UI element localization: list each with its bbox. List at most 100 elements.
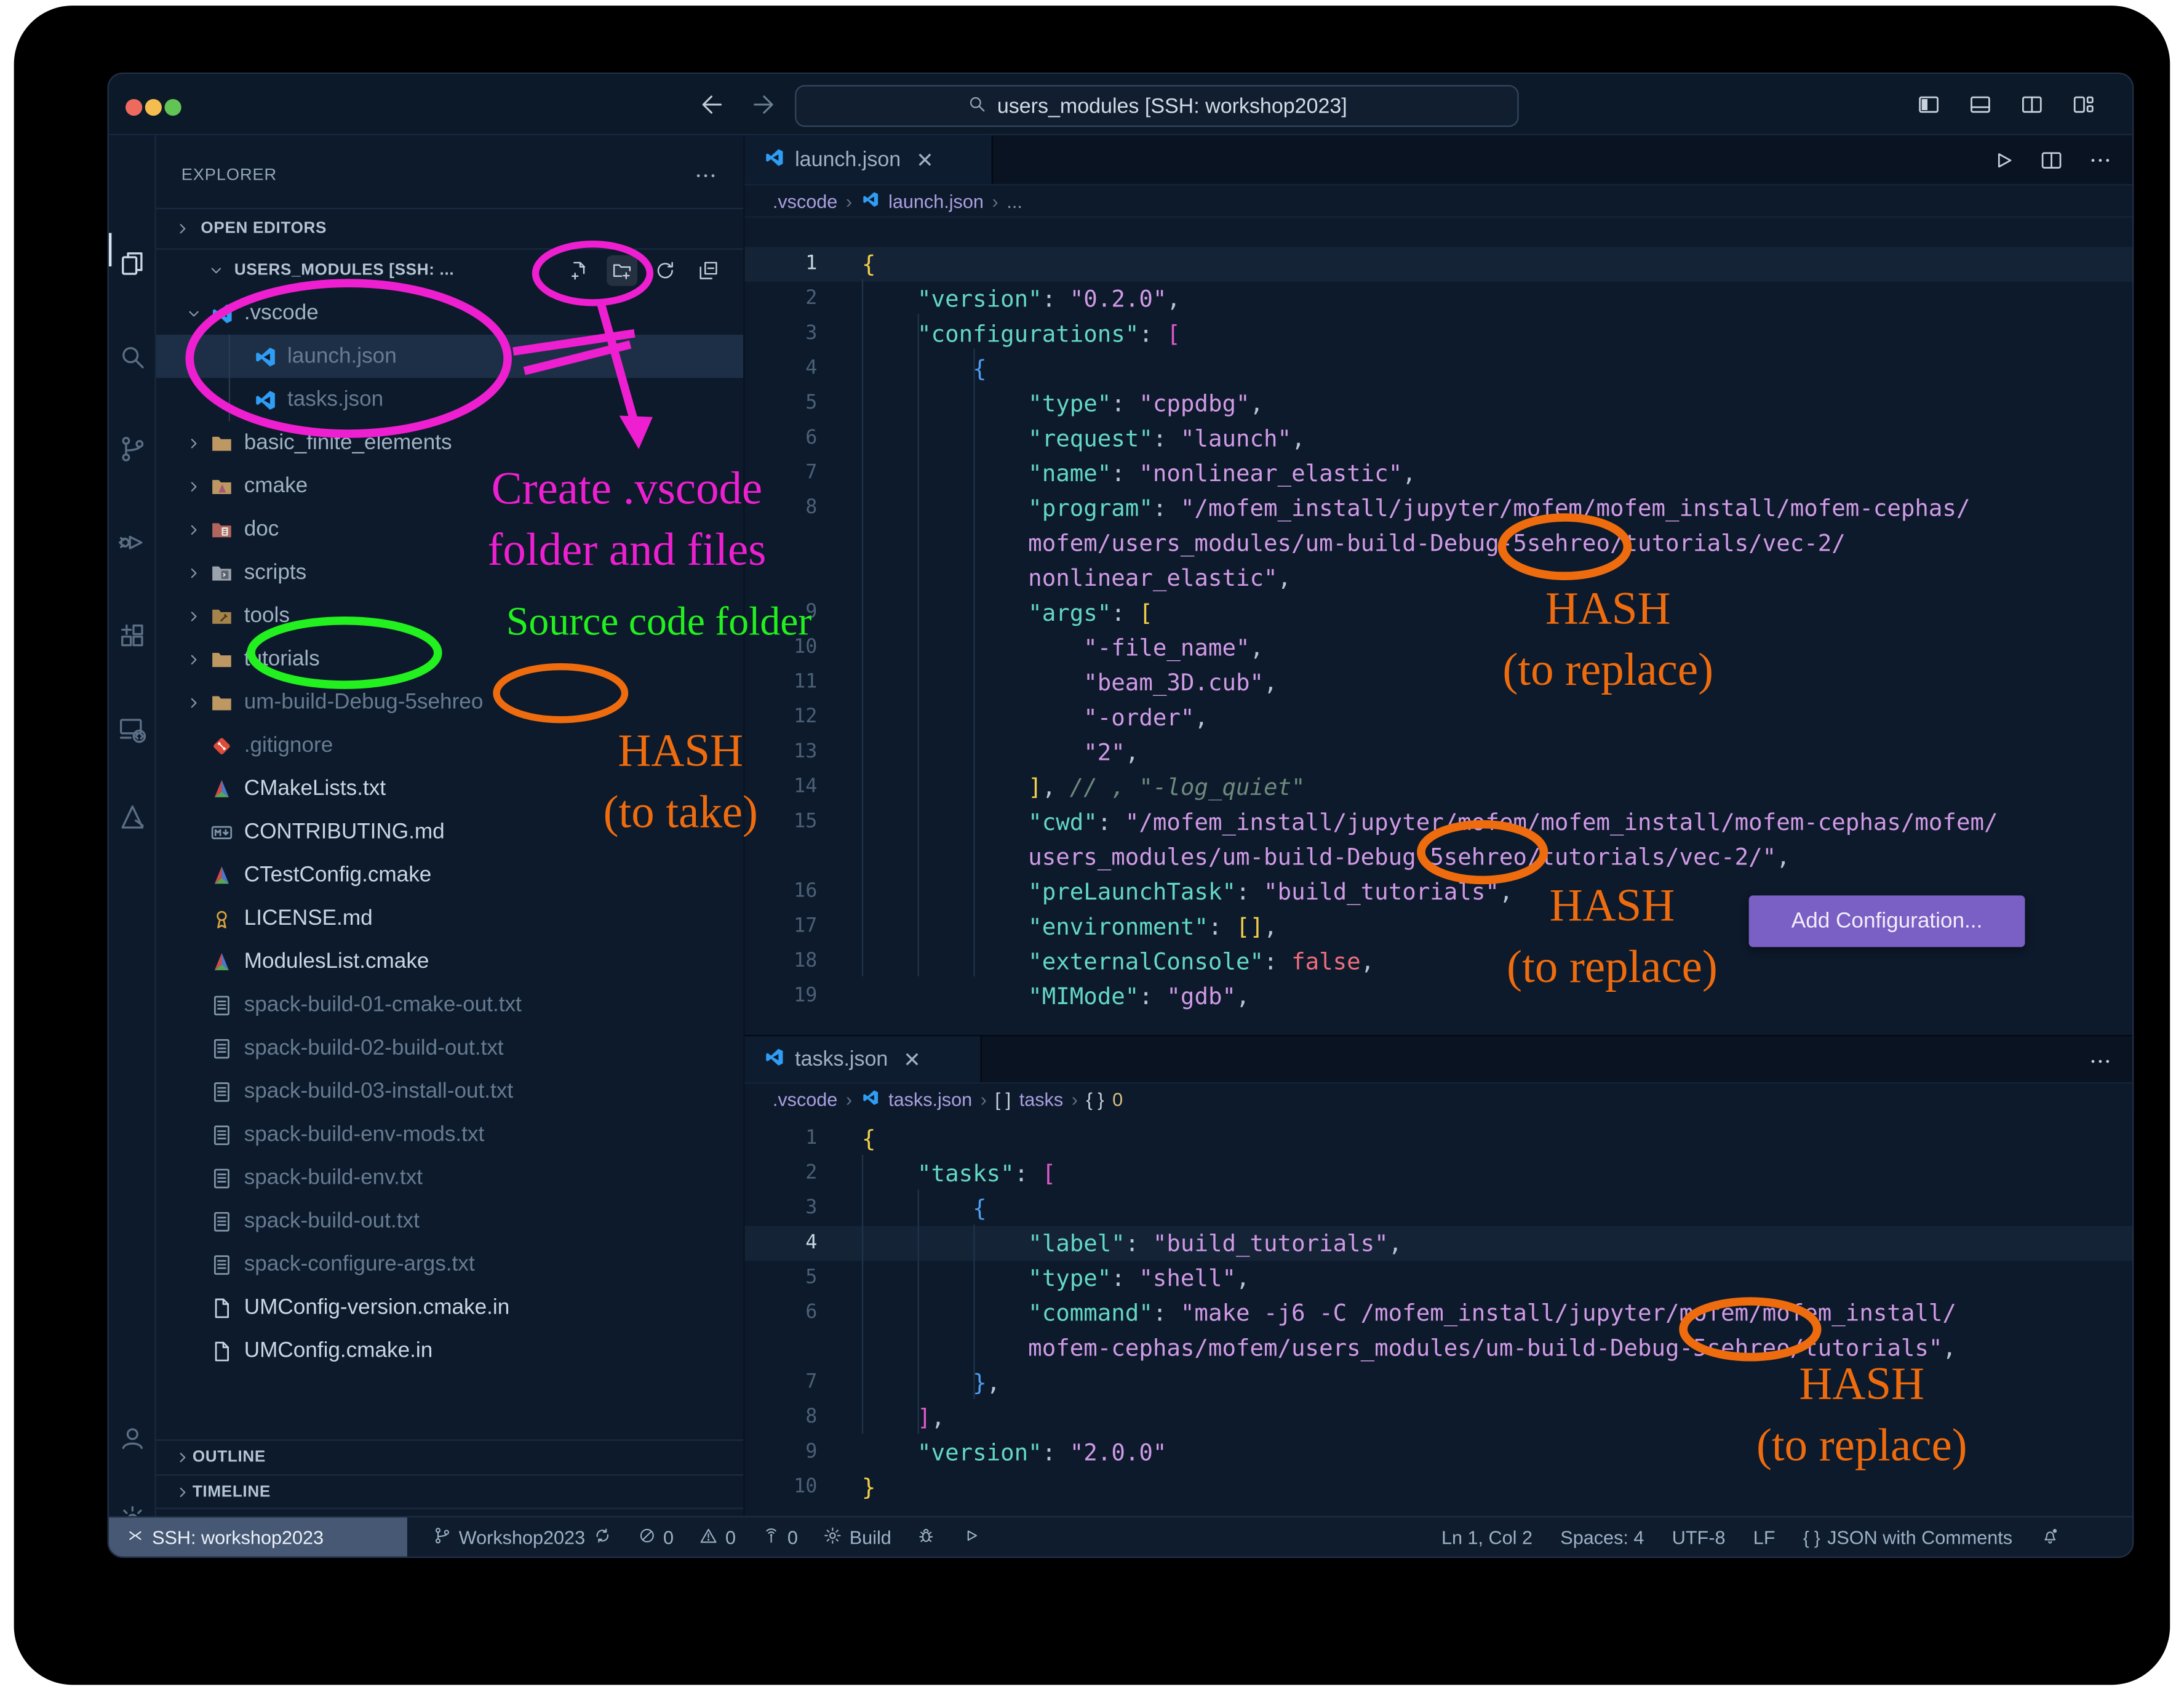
activity-remote-explorer-icon[interactable] xyxy=(117,714,148,745)
workspace-root-row[interactable]: USERS_MODULES [SSH: ... xyxy=(156,250,743,292)
tree-item-CMakeLists.txt[interactable]: CMakeLists.txt xyxy=(156,767,743,810)
tree-item-cmake[interactable]: cmake xyxy=(156,465,743,508)
activity-accounts-icon[interactable] xyxy=(117,1423,148,1453)
tree-item-UMConfig-version.cmake.in[interactable]: UMConfig-version.cmake.in xyxy=(156,1286,743,1329)
activity-run-debug-icon[interactable] xyxy=(117,527,148,558)
breadcrumb-item[interactable]: .vscode xyxy=(772,1088,838,1110)
code-line: 1{ xyxy=(744,247,2133,282)
activity-search-icon[interactable] xyxy=(117,341,148,372)
close-tab-icon[interactable]: ✕ xyxy=(903,1048,921,1072)
tree-item-spack-build-01-cmake-out.txt[interactable]: spack-build-01-cmake-out.txt xyxy=(156,983,743,1026)
chevron-right-icon xyxy=(178,563,209,583)
tree-item-tasks.json[interactable]: tasks.json xyxy=(156,378,743,421)
collapse-all-icon[interactable] xyxy=(693,255,724,286)
history-back-icon[interactable] xyxy=(699,90,727,118)
status-cursor-position[interactable]: Ln 1, Col 2 xyxy=(1441,1517,1532,1556)
breadcrumb-item[interactable]: tasks.json xyxy=(888,1088,973,1110)
activity-extensions-icon[interactable] xyxy=(117,621,148,652)
line-number: 9 xyxy=(805,1440,818,1463)
timeline-section[interactable]: TIMELINE xyxy=(156,1474,744,1509)
activity-source-control-icon[interactable] xyxy=(117,434,148,465)
tree-item-tools[interactable]: tools xyxy=(156,594,743,637)
tree-item-spack-build-env-mods.txt[interactable]: spack-build-env-mods.txt xyxy=(156,1113,743,1156)
status-eol[interactable]: LF xyxy=(1753,1517,1775,1556)
tree-item-spack-build-03-install-out.txt[interactable]: spack-build-03-install-out.txt xyxy=(156,1070,743,1113)
tree-item-launch.json[interactable]: launch.json xyxy=(156,335,744,378)
status-remote-indicator[interactable]: SSH: workshop2023 xyxy=(108,1517,407,1557)
tree-item-spack-build-env.txt[interactable]: spack-build-env.txt xyxy=(156,1156,743,1199)
status-warnings[interactable]: 0 xyxy=(699,1517,736,1556)
tree-item-UMConfig.cmake.in[interactable]: UMConfig.cmake.in xyxy=(156,1329,743,1372)
status-ports[interactable]: 0 xyxy=(761,1517,798,1556)
tree-item-spack-configure-args.txt[interactable]: spack-configure-args.txt xyxy=(156,1243,743,1286)
vscode-icon xyxy=(252,344,277,369)
code-editor-tasks-json[interactable]: 1{2 "tasks": [3 {4 "label": "build_tutor… xyxy=(744,1114,2133,1516)
layout-sidebar-icon[interactable] xyxy=(1916,92,1942,118)
zoom-window-button[interactable] xyxy=(164,98,181,116)
tree-item-.gitignore[interactable]: .gitignore xyxy=(156,724,743,767)
status-debug-status[interactable] xyxy=(917,1517,936,1556)
status-git-branch[interactable]: Workshop2023 xyxy=(432,1517,612,1556)
layout-split-icon[interactable] xyxy=(2019,92,2044,118)
editor-actions xyxy=(2088,1036,2113,1085)
tree-item-spack-build-02-build-out.txt[interactable]: spack-build-02-build-out.txt xyxy=(156,1026,743,1069)
add-configuration-button[interactable]: Add Configuration... xyxy=(1748,895,2025,948)
tree-item-LICENSE.md[interactable]: LICENSE.md xyxy=(156,897,743,940)
status-errors[interactable]: 0 xyxy=(637,1517,674,1556)
more-actions-icon[interactable] xyxy=(2088,148,2113,173)
tree-item-basic_finite_elements[interactable]: basic_finite_elements xyxy=(156,421,743,465)
tree-item-scripts[interactable]: scripts xyxy=(156,551,743,594)
layout-custom-icon[interactable] xyxy=(2071,92,2096,118)
code-line: 2 "version": "0.2.0", xyxy=(745,282,2133,317)
minimize-window-button[interactable] xyxy=(145,98,162,116)
tree-item-um-build-Debug-5sehreo[interactable]: um-build-Debug-5sehreo xyxy=(156,680,743,724)
breadcrumb-item[interactable]: .vscode xyxy=(772,190,838,212)
breadcrumb-item[interactable]: 0 xyxy=(1112,1088,1123,1110)
breadcrumb-item[interactable]: ... xyxy=(1006,190,1022,212)
explorer-more-actions-icon[interactable] xyxy=(693,163,719,188)
status-cmake-build-target[interactable]: Build xyxy=(823,1517,891,1556)
breadcrumb-item[interactable]: launch.json xyxy=(888,190,984,212)
outline-section[interactable]: OUTLINE xyxy=(156,1439,744,1474)
code-editor-launch-json[interactable]: 1{2 "version": "0.2.0",3 "configurations… xyxy=(744,216,2133,1035)
new-folder-icon[interactable] xyxy=(607,255,637,286)
close-window-button[interactable] xyxy=(126,98,143,116)
line-number: 7 xyxy=(805,461,818,484)
status-run-status[interactable] xyxy=(961,1517,981,1556)
tree-item-spack-build-out.txt[interactable]: spack-build-out.txt xyxy=(156,1200,743,1243)
close-tab-icon[interactable]: ✕ xyxy=(916,148,934,172)
refresh-icon[interactable] xyxy=(650,255,680,286)
line-number: 2 xyxy=(805,1162,818,1184)
status-indentation[interactable]: Spaces: 4 xyxy=(1560,1517,1644,1556)
new-file-icon[interactable] xyxy=(564,255,594,286)
line-number: 1 xyxy=(805,252,818,275)
code-line: 11 "beam_3D.cub", xyxy=(745,665,2133,700)
tab-tasks-json[interactable]: tasks.json ✕ xyxy=(744,1036,982,1083)
chevron-right-icon xyxy=(178,519,209,539)
breadcrumb-symbol: [ ] xyxy=(995,1088,1011,1110)
status-notifications[interactable] xyxy=(2040,1517,2060,1556)
tab-launch-json[interactable]: launch.json ✕ xyxy=(744,135,994,185)
tree-item-ModulesList.cmake[interactable]: ModulesList.cmake xyxy=(156,940,743,983)
tree-item-CONTRIBUTING.md[interactable]: CONTRIBUTING.md xyxy=(156,810,743,853)
breadcrumb-item[interactable]: tasks xyxy=(1019,1088,1064,1110)
status-language-mode[interactable]: { }JSON with Comments xyxy=(1803,1517,2012,1556)
tree-item-CTestConfig.cmake[interactable]: CTestConfig.cmake xyxy=(156,853,743,896)
run-icon[interactable] xyxy=(1990,148,2015,173)
braces-icon: { } xyxy=(1803,1526,1820,1548)
layout-panel-icon[interactable] xyxy=(1968,92,1993,118)
activity-cmake-tools-icon[interactable] xyxy=(117,802,148,832)
history-forward-icon[interactable] xyxy=(749,90,776,118)
tree-item-label: cmake xyxy=(244,473,308,498)
more-actions-icon[interactable] xyxy=(2088,1048,2113,1074)
code-line: 2 "tasks": [ xyxy=(745,1156,2133,1191)
code-text: "name": "nonlinear_elastic", xyxy=(1028,460,1416,487)
tree-item-.vscode[interactable]: .vscode xyxy=(156,292,743,335)
tree-item-tutorials[interactable]: tutorials xyxy=(156,637,743,680)
status-encoding[interactable]: UTF-8 xyxy=(1672,1517,1726,1556)
command-center-search[interactable]: users_modules [SSH: workshop2023] xyxy=(795,85,1519,127)
split-editor-icon[interactable] xyxy=(2039,148,2064,173)
open-editors-section[interactable]: OPEN EDITORS xyxy=(156,207,744,250)
activity-explorer-icon[interactable] xyxy=(117,249,148,279)
tree-item-doc[interactable]: doc xyxy=(156,508,743,551)
